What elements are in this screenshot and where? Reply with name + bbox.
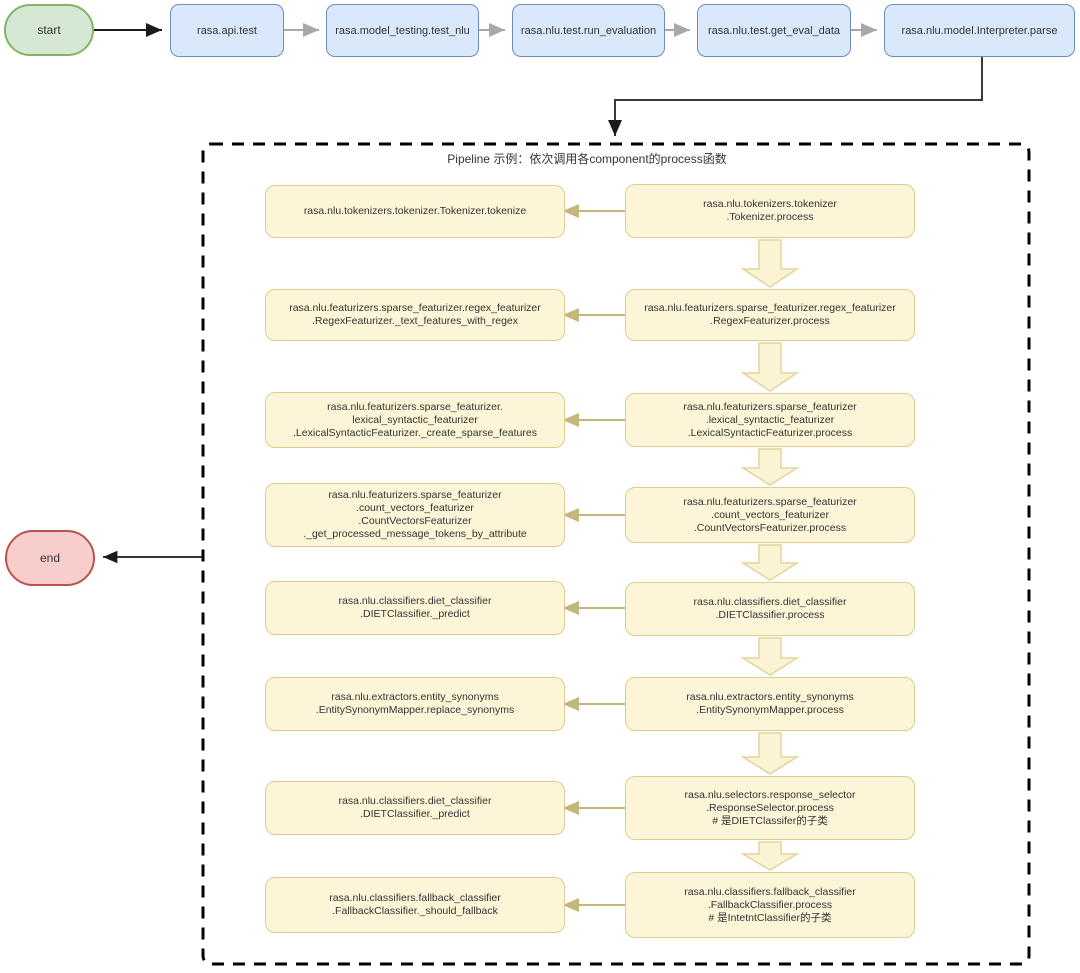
process-box-tokenizer: rasa.nlu.tokenizers.tokenizer .Tokenizer… [625,184,915,238]
process-box-regex-featurizer: rasa.nlu.featurizers.sparse_featurizer.r… [625,289,915,341]
start-node: start [4,4,94,56]
process-box-response-selector: rasa.nlu.selectors.response_selector .Re… [625,776,915,840]
end-label: end [39,551,61,565]
arrow-step4-to-pipeline [608,57,983,136]
helper-box-count-vectors: rasa.nlu.featurizers.sparse_featurizer .… [265,483,565,547]
start-label: start [37,23,61,37]
pipeline-boundary [201,142,1031,966]
step-nlu-model-interpreter-parse: rasa.nlu.model.Interpreter.parse [884,4,1075,57]
process-box-entity-synonyms: rasa.nlu.extractors.entity_synonyms .Ent… [625,677,915,731]
pipeline-title: Pipeline 示例：依次调用各component的process函数 [447,152,727,166]
process-chain-arrows [740,239,800,871]
end-node: end [5,530,95,586]
process-to-helper-arrows [562,203,625,913]
process-box-lexical-syntactic: rasa.nlu.featurizers.sparse_featurizer .… [625,393,915,447]
helper-box-tokenize: rasa.nlu.tokenizers.tokenizer.Tokenizer.… [265,185,565,238]
helper-box-sparse-features: rasa.nlu.featurizers.sparse_featurizer. … [265,392,565,448]
helper-box-diet-predict-2: rasa.nlu.classifiers.diet_classifier .DI… [265,781,565,835]
helper-box-should-fallback: rasa.nlu.classifiers.fallback_classifier… [265,877,565,933]
step-model-testing-test-nlu: rasa.model_testing.test_nlu [326,4,479,57]
step-nlu-test-run-evaluation: rasa.nlu.test.run_evaluation [512,4,665,57]
process-box-diet-classifier: rasa.nlu.classifiers.diet_classifier .DI… [625,582,915,636]
step-rasa-api-test: rasa.api.test [170,4,284,57]
step-nlu-test-get-eval-data: rasa.nlu.test.get_eval_data [697,4,851,57]
process-box-count-vectors: rasa.nlu.featurizers.sparse_featurizer .… [625,487,915,543]
process-box-fallback-classifier: rasa.nlu.classifiers.fallback_classifier… [625,872,915,938]
helper-box-diet-predict: rasa.nlu.classifiers.diet_classifier .DI… [265,581,565,635]
helper-box-replace-synonyms: rasa.nlu.extractors.entity_synonyms .Ent… [265,677,565,731]
helper-box-regex-features: rasa.nlu.featurizers.sparse_featurizer.r… [265,289,565,341]
